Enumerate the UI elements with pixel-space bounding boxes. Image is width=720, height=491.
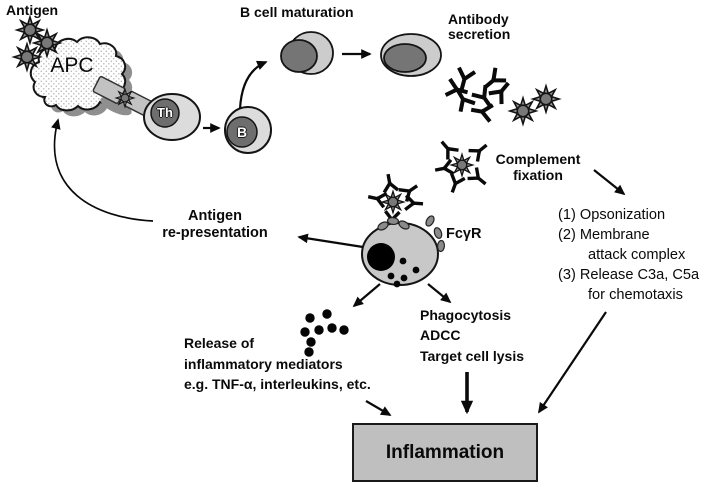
- effector-target-cell-lysis: Target cell lysis: [420, 347, 525, 364]
- antibody-y-icon: [445, 173, 466, 195]
- complement-outcomes-list: (1) Opsonization (2) Membrane attack com…: [558, 205, 699, 305]
- outcome-opsonization: (1) Opsonization: [558, 207, 666, 223]
- effector-functions-label: Phagocytosis ADCC Target cell lysis: [420, 305, 524, 366]
- b-cell-maturation-label: B cell maturation: [240, 4, 354, 20]
- b-cell: [224, 106, 272, 154]
- antigen-star-icon: [115, 88, 135, 108]
- arrow-chemotaxis-to-inflammation: [538, 311, 607, 414]
- antibody-y-icon: [436, 137, 459, 160]
- th-cell: [143, 93, 201, 141]
- antibody-y-icon: [366, 189, 387, 208]
- antibody-y-icon: [488, 78, 515, 105]
- macrophage-nucleus: [367, 243, 395, 271]
- antibody-secretion-label: Antibody secretion: [448, 12, 510, 42]
- antigen-label: Antigen: [6, 2, 59, 18]
- mediator-dot-icon: [339, 325, 349, 335]
- macrophage-granules: [387, 257, 420, 288]
- outcome-membrane: (2) Membrane: [558, 227, 650, 243]
- effector-phagocytosis: Phagocytosis: [420, 307, 512, 323]
- antibody-y-icon: [469, 101, 494, 122]
- arrow-b-to-plasma: [238, 60, 268, 110]
- mediators-line3: e.g. TNF-α, interleukins, etc.: [184, 376, 371, 392]
- antigen-star-icon: [509, 97, 537, 125]
- arrow-macrophage-to-effectors: [427, 283, 452, 304]
- re-presentation-line2: re-presentation: [162, 225, 268, 241]
- mediator-dot-icon: [305, 313, 315, 323]
- inflammatory-mediators-label: Release of inflammatory mediators e.g. T…: [184, 333, 371, 395]
- antibody-y-icon: [404, 195, 424, 212]
- mediator-dot-icon: [322, 309, 332, 319]
- macrophage-cell: [361, 215, 446, 288]
- plasma-cell-mature: [380, 33, 442, 77]
- arrow-macrophage-to-mediators: [352, 283, 381, 308]
- mediator-dot-icon: [300, 327, 310, 337]
- antibody-y-icon: [453, 67, 476, 92]
- antigen-star-icon: [532, 85, 560, 113]
- complement-fixation-line1: Complement: [495, 151, 581, 167]
- arrow-mediators-to-inflammation: [365, 400, 392, 416]
- antibody-y-icon: [380, 173, 399, 193]
- arrow-re-presentation-to-apc: [51, 118, 154, 222]
- mediators-line1: Release of: [184, 335, 255, 351]
- effector-adcc: ADCC: [420, 327, 461, 344]
- mediator-dot-icon: [306, 337, 316, 347]
- antibody-secretion-line2: secretion: [448, 26, 511, 42]
- re-presentation-line1: Antigen: [188, 208, 242, 224]
- antibody-y-icon: [433, 159, 454, 178]
- secreted-antibodies: [445, 67, 515, 122]
- complement-fixation-line2: fixation: [513, 166, 563, 183]
- antigen-star-icon: [16, 16, 44, 44]
- outcome-release-c3a-c5a: (3) Release C3a, C5a: [558, 267, 700, 283]
- inflammation-box: Inflammation: [352, 423, 538, 482]
- th-cell-label: Th: [157, 105, 173, 120]
- inflammation-label: Inflammation: [385, 441, 505, 463]
- outcome-attack-complex: attack complex: [588, 247, 686, 263]
- antibody-secretion-line1: Antibody: [448, 11, 509, 27]
- mediator-dots: [300, 309, 349, 357]
- mediator-dot-icon: [314, 325, 324, 335]
- antigen-star-icon: [33, 29, 61, 57]
- mediators-line2: inflammatory mediators: [184, 355, 343, 372]
- mediator-dot-icon: [304, 347, 314, 357]
- antigen-star-icon: [13, 43, 41, 71]
- fc-gamma-receptors: [377, 215, 446, 253]
- arrow-complement-to-outcomes: [593, 169, 626, 196]
- arrow-macrophage-to-re-presentation: [297, 233, 364, 249]
- plasma-cell-immature: [280, 31, 334, 75]
- mediator-dot-icon: [327, 323, 337, 333]
- antigen-star-icon: [450, 153, 474, 177]
- b-cell-label: B: [236, 124, 248, 140]
- apc-label: APC: [50, 54, 94, 77]
- immune-complex-complement: [433, 137, 491, 195]
- fc-gamma-receptor-label: FcγR: [446, 226, 482, 242]
- antigen-re-presentation-label: Antigen re-presentation: [150, 208, 280, 242]
- complement-fixation-label: Complement fixation: [486, 151, 590, 183]
- outcome-chemotaxis: for chemotaxis: [588, 287, 683, 303]
